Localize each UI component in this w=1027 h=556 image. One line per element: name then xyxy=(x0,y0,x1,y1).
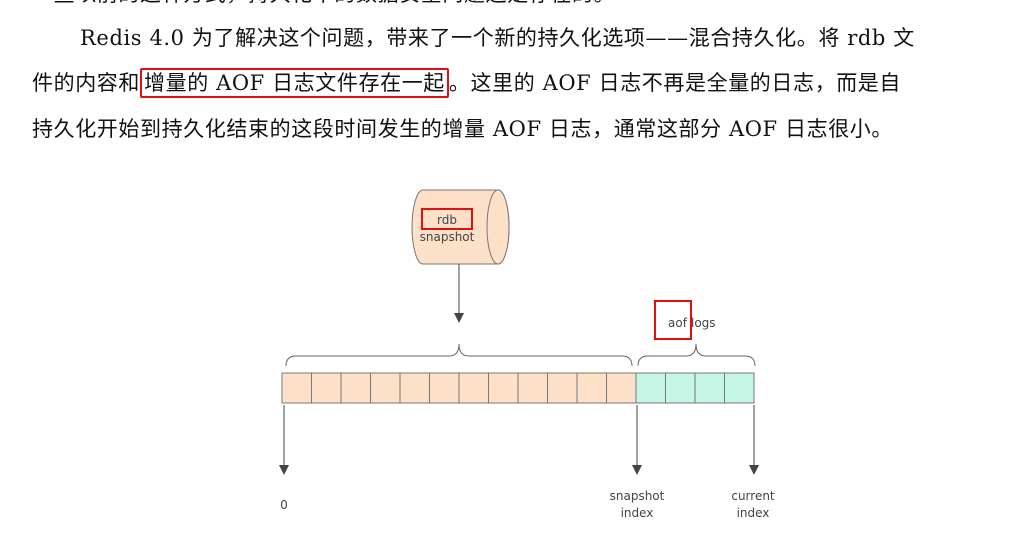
text-line-0: 一些以前的这种方式，持久化中的数据安全问题还是存在的。 xyxy=(32,0,615,8)
text-line-2: 件的内容和增量的 AOF 日志文件存在一起。这里的 AOF 日志不再是全量的日志… xyxy=(32,68,902,98)
rdb-cell xyxy=(429,372,460,404)
text-line-1: Redis 4.0 为了解决这个问题，带来了一个新的持久化选项——混合持久化。将… xyxy=(80,26,915,50)
aof-logs-label: aof logs xyxy=(654,300,716,340)
text-line-2-start: 件的内容和 xyxy=(32,71,140,95)
aof-cell xyxy=(665,372,696,404)
rdb-snapshot-cylinder: rdb snapshot xyxy=(411,189,510,265)
rdb-cell xyxy=(340,372,371,404)
rdb-cell xyxy=(547,372,578,404)
rdb-brace xyxy=(285,343,633,367)
rdb-cell xyxy=(576,372,607,404)
aof-label-logs: logs xyxy=(691,316,716,330)
label-current: current xyxy=(731,489,775,503)
rdb-cell xyxy=(488,372,519,404)
aof-label-aof: aof xyxy=(668,316,688,330)
aof-cell xyxy=(635,372,666,404)
rdb-highlight-box xyxy=(421,208,473,230)
rdb-cell xyxy=(458,372,489,404)
cylinder-end xyxy=(486,189,510,265)
highlighted-phrase: 增量的 AOF 日志文件存在一起 xyxy=(140,68,449,98)
rdb-cell xyxy=(399,372,430,404)
text-line-3: 持久化开始到持久化结束的这段时间发生的增量 AOF 日志，通常这部分 AOF 日… xyxy=(32,117,894,141)
aof-brace xyxy=(637,343,756,367)
text-line-2-end: 。这里的 AOF 日志不再是全量的日志，而是自 xyxy=(448,71,902,95)
cylinder-label-rdb: rdb xyxy=(437,213,457,227)
aof-cell xyxy=(694,372,725,404)
rdb-cell xyxy=(517,372,548,404)
cylinder-label-snapshot: snapshot xyxy=(420,230,475,244)
aof-highlight-box xyxy=(654,300,692,340)
rdb-cell xyxy=(281,372,312,404)
aof-cell xyxy=(724,372,755,404)
label-snapshot-index: index xyxy=(621,506,654,520)
label-zero: 0 xyxy=(280,498,288,512)
rdb-cell xyxy=(606,372,637,404)
log-cell-row xyxy=(281,372,755,404)
rdb-cell xyxy=(370,372,401,404)
rdb-cell xyxy=(311,372,342,404)
label-current-index: index xyxy=(737,506,770,520)
label-snapshot: snapshot xyxy=(610,489,665,503)
